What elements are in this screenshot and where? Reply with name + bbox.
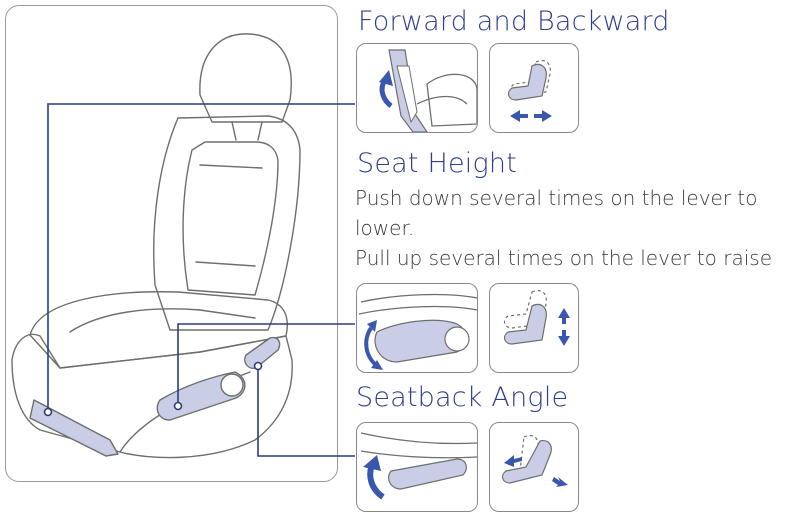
seat-height-instruction-3: Pull up several times on the lever to ra… xyxy=(355,246,773,270)
seatback-stitch xyxy=(195,164,263,267)
seatback-lever-photo xyxy=(356,422,478,512)
seatback-angle-diagram xyxy=(489,422,579,512)
left-arrow-icon xyxy=(510,110,528,122)
curved-arrow-icon xyxy=(364,326,379,368)
leader-forward-backward xyxy=(47,103,355,412)
leader-lines xyxy=(43,103,355,457)
seat-base xyxy=(11,333,293,459)
seat-height-lever-photo xyxy=(356,283,478,373)
front-bar-lever xyxy=(29,399,119,457)
down-arrow-icon xyxy=(558,330,570,346)
seat-height-instruction-2: lower. xyxy=(355,216,415,240)
forward-backward-diagram xyxy=(489,43,579,133)
seat-height-instruction-1: Push down several times on the lever to xyxy=(355,186,758,210)
headrest-posts xyxy=(231,121,263,141)
seat-height-diagram xyxy=(489,283,579,373)
forward-arrow-icon xyxy=(552,477,568,487)
seatback-panel xyxy=(182,141,279,296)
headrest-outline xyxy=(199,33,292,123)
up-arrow-icon xyxy=(558,308,570,324)
leader-seatback xyxy=(257,366,355,457)
seatback-angle-title: Seatback Angle xyxy=(356,382,569,413)
back-arrow-icon xyxy=(504,455,522,467)
forward-backward-title: Forward and Backward xyxy=(358,6,670,37)
seat-cushion xyxy=(29,291,288,369)
side-lever-recline xyxy=(244,336,281,369)
forward-backward-lever-photo xyxy=(356,43,478,133)
right-arrow-icon xyxy=(534,110,552,122)
seat-height-title: Seat Height xyxy=(357,148,517,179)
leader-seat-height xyxy=(177,323,355,406)
cushion-panel xyxy=(69,308,256,333)
seatback-outline xyxy=(153,115,301,331)
